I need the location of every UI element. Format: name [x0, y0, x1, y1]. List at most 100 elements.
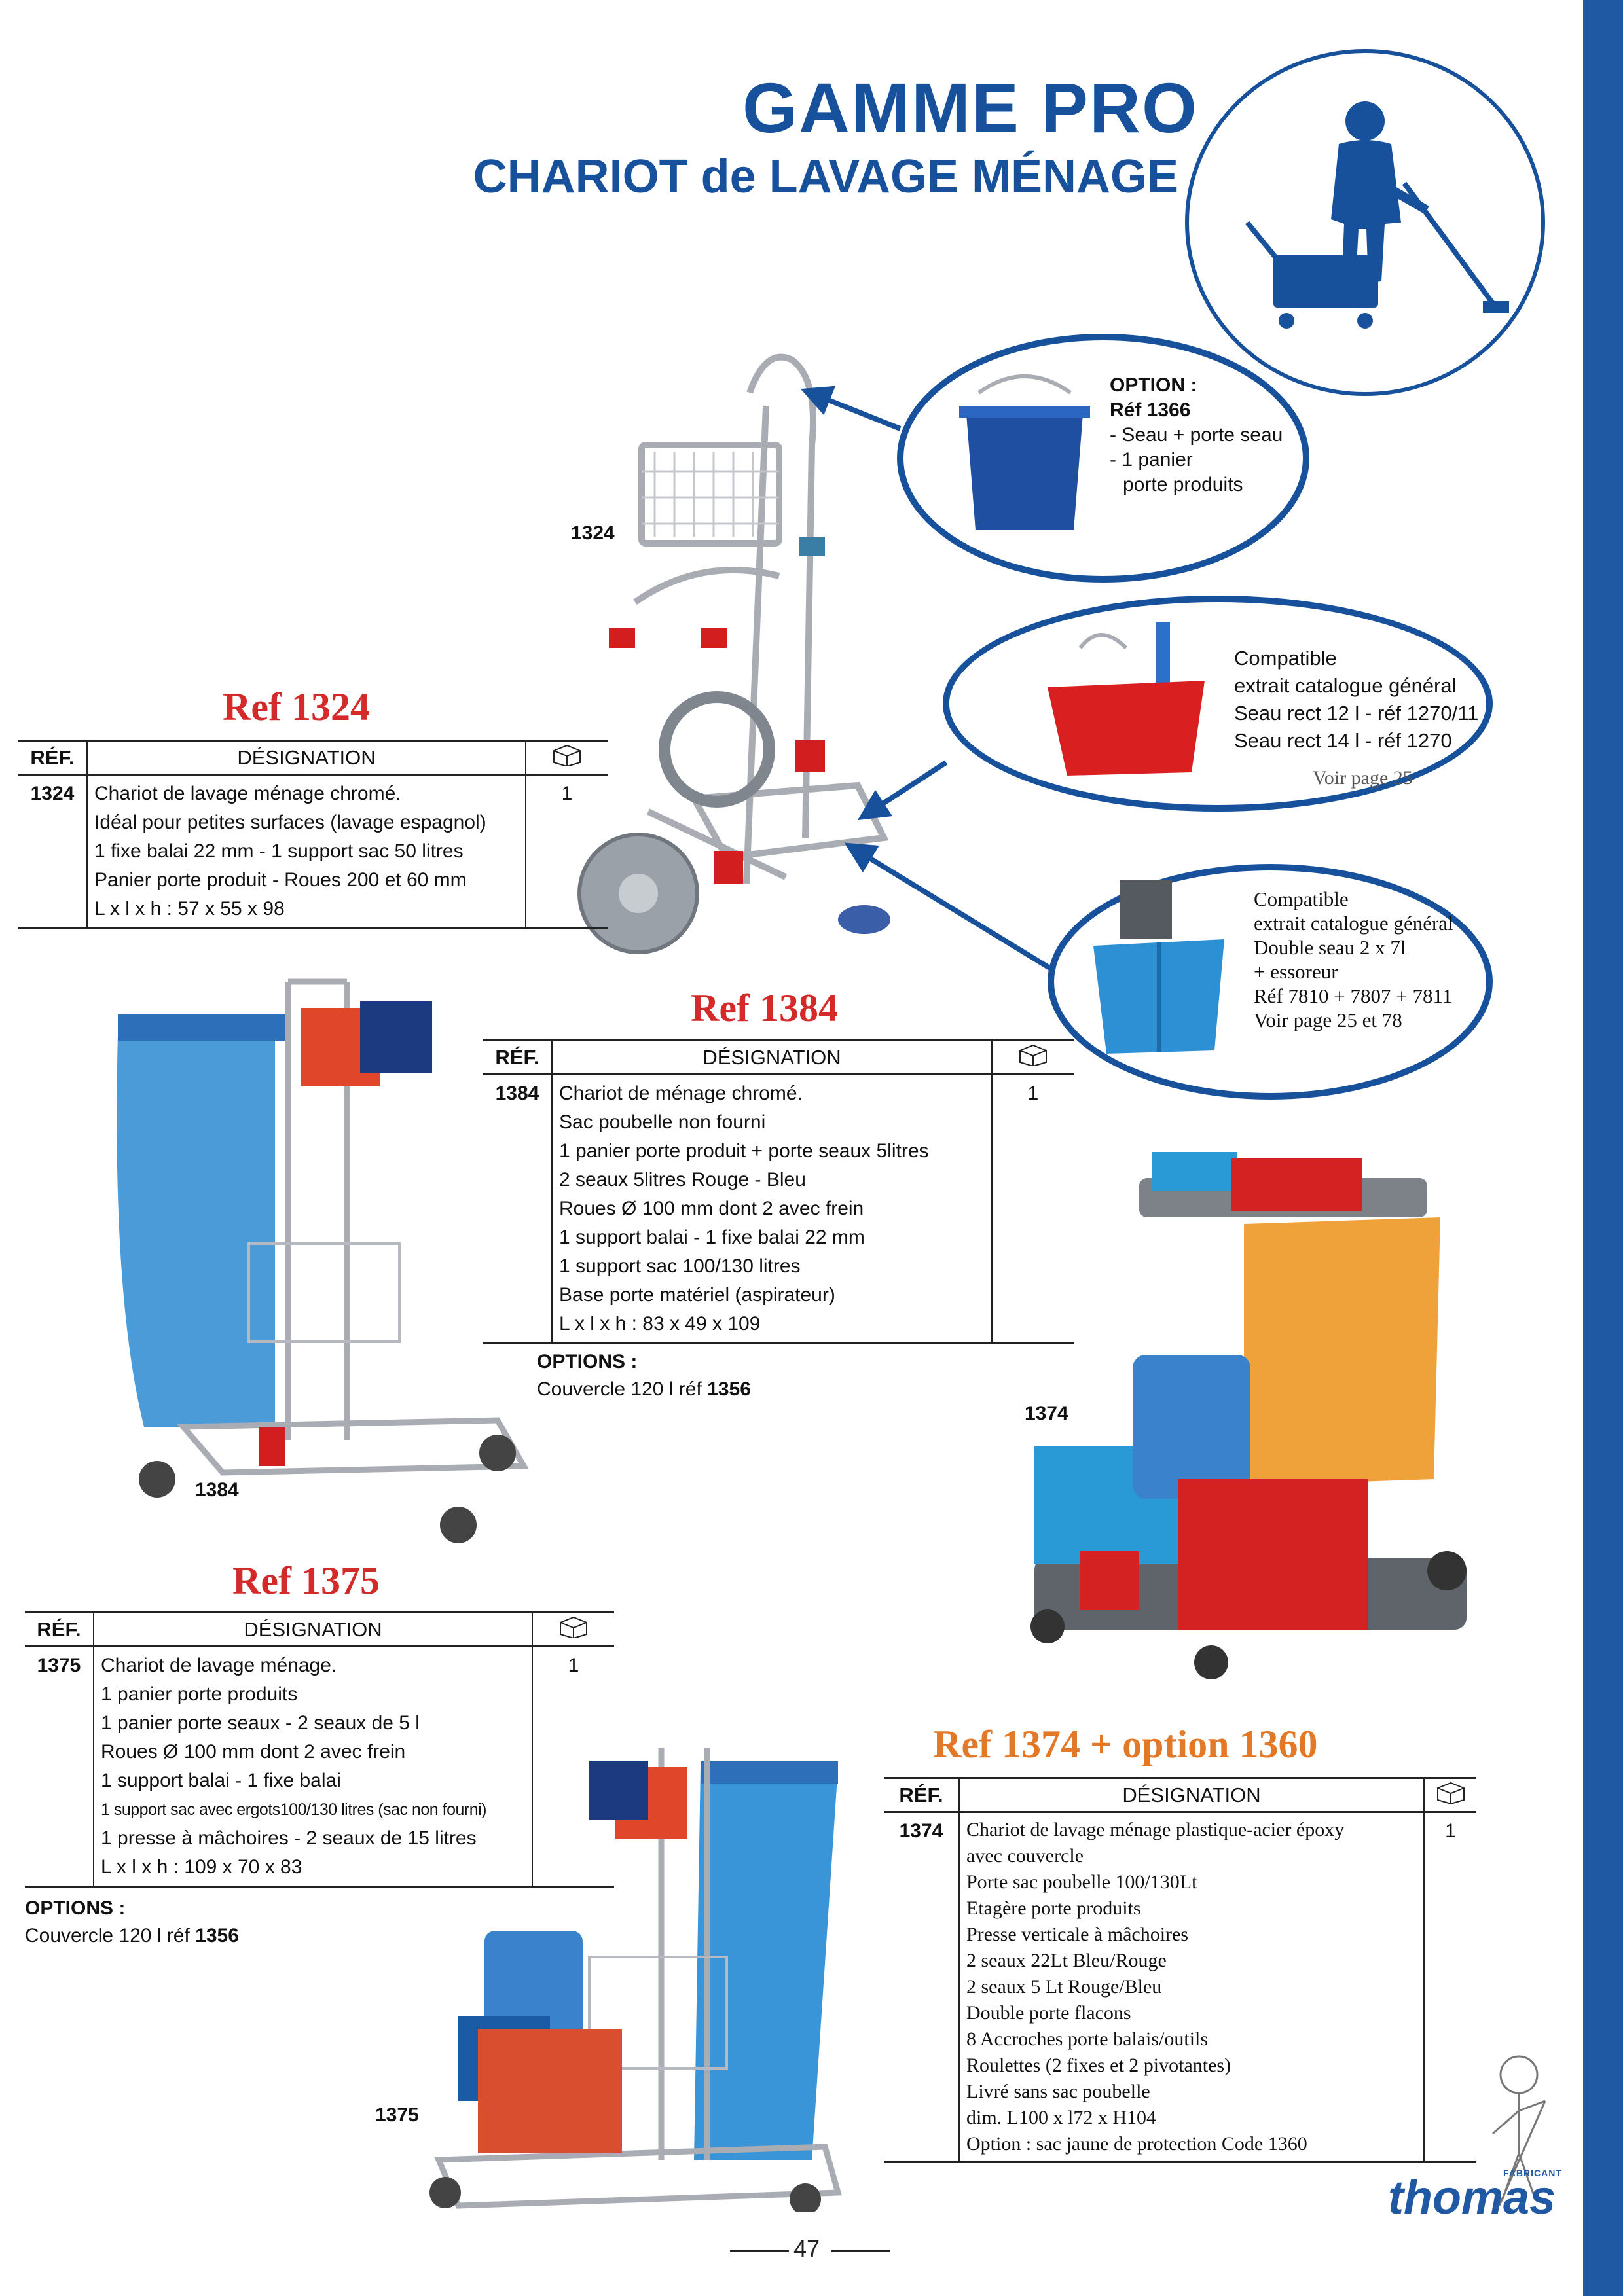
box-icon	[1436, 1782, 1465, 1804]
ref-1374-line: 2 seaux 5 Lt Rouge/Bleu	[966, 1976, 1162, 1998]
ref-1384-qty: 1	[992, 1074, 1074, 1344]
ref-1384-options-title: OPTIONS :	[537, 1351, 638, 1372]
product-label-1374: 1374	[1025, 1403, 1068, 1424]
ref-1374-line: Etagère porte produits	[966, 1897, 1141, 1919]
page-number-rule-right	[831, 2250, 890, 2252]
compat-2-line-3: Double seau 2 x 7l	[1254, 936, 1406, 959]
ref-1374-line: Double porte flacons	[966, 2002, 1131, 2024]
ref-1384-line: 1 support sac 100/130 litres	[559, 1255, 801, 1277]
compat-2-text: Compatible extrait catalogue général Dou…	[1254, 887, 1483, 1032]
ref-1384-options-line: Couvercle 120 l réf 1356	[537, 1376, 751, 1403]
arrow-compat-1	[857, 760, 948, 821]
ref-1384-line: Roues Ø 100 mm dont 2 avec frein	[559, 1198, 864, 1219]
ref-1375-options: OPTIONS : Couvercle 120 l réf 1356	[25, 1895, 239, 1950]
ref-1324-title: Ref 1324	[223, 685, 370, 728]
ref-1375-table: RÉF. DÉSIGNATION 1375 Chariot de lavage …	[25, 1611, 614, 1888]
option-1366-bubble	[897, 334, 1309, 583]
ref-1384-line: 1 support balai - 1 fixe balai 22 mm	[559, 1227, 865, 1248]
ref-1324-qty: 1	[526, 774, 608, 929]
col-ref: RÉF.	[483, 1039, 553, 1075]
ref-1375-title: Ref 1375	[232, 1559, 380, 1602]
ref-1374-line: avec couvercle	[966, 1845, 1084, 1867]
page-title: GAMME PRO	[742, 68, 1198, 147]
option-line-1: - Seau + porte seau	[1110, 424, 1283, 446]
ref-1384-table: RÉF. DÉSIGNATION 1384 Chariot de ménage …	[483, 1039, 1074, 1344]
trolley-1324-image	[570, 340, 936, 956]
ref-1324-line: 1 fixe balai 22 mm - 1 support sac 50 li…	[94, 840, 464, 862]
col-qty	[1424, 1777, 1476, 1813]
ref-1384-line: 2 seaux 5litres Rouge - Bleu	[559, 1169, 806, 1191]
col-ref: RÉF.	[25, 1611, 94, 1647]
compat-1-line-1: Compatible	[1234, 647, 1337, 670]
ref-1324-line: Chariot de lavage ménage chromé.	[94, 783, 401, 804]
compat-1-page-ref: Voir page 25	[1313, 767, 1413, 789]
bucket-1366-image	[953, 367, 1097, 556]
compat-2-line-5: Réf 7810 + 7807 + 7811	[1254, 984, 1453, 1007]
product-label-1324: 1324	[571, 522, 615, 544]
col-designation: DÉSIGNATION	[94, 1611, 533, 1647]
ref-1374-line: Livré sans sac poubelle	[966, 2081, 1150, 2102]
brand-logo: thomas	[1388, 2172, 1556, 2224]
ref-1375-line: 1 support sac avec ergots100/130 litres …	[101, 1801, 487, 1819]
ref-1374-line: dim. L100 x l72 x H104	[966, 2107, 1156, 2128]
ref-1324-designation: Chariot de lavage ménage chromé. Idéal p…	[87, 774, 526, 929]
option-ref: Réf 1366	[1110, 399, 1191, 421]
col-designation: DÉSIGNATION	[552, 1039, 993, 1075]
trolley-1374-image	[1021, 1139, 1480, 1695]
page-number: 47	[793, 2235, 820, 2262]
ref-1384-line: L x l x h : 83 x 49 x 109	[559, 1313, 761, 1335]
ref-1324-line: L x l x h : 57 x 55 x 98	[94, 898, 285, 920]
ref-1384-code: 1384	[483, 1074, 553, 1344]
mascot-sketch	[1473, 2049, 1558, 2212]
cleaner-pictogram	[1182, 46, 1548, 399]
ref-1384-designation: Chariot de ménage chromé. Sac poubelle n…	[552, 1074, 993, 1344]
ref-1375-line: Roues Ø 100 mm dont 2 avec frein	[101, 1741, 406, 1763]
ref-1374-title: Ref 1374 + option 1360	[933, 1723, 1318, 1766]
ref-1374-line: Presse verticale à mâchoires	[966, 1924, 1189, 1945]
col-designation: DÉSIGNATION	[87, 740, 526, 776]
ref-1375-code: 1375	[25, 1646, 94, 1888]
double-bucket-image	[1080, 867, 1237, 1064]
brand-side-bar	[1583, 0, 1623, 2296]
ref-1324-line: Panier porte produit - Roues 200 et 60 m…	[94, 869, 467, 891]
trolley-1384-image	[105, 969, 550, 1551]
page-subtitle: CHARIOT de LAVAGE MÉNAGE	[473, 151, 1178, 203]
product-label-1384: 1384	[195, 1479, 239, 1501]
box-icon	[1019, 1044, 1047, 1066]
box-icon	[553, 744, 581, 766]
ref-1375-line: 1 panier porte produits	[101, 1683, 298, 1705]
compat-1-line-4: Seau rect 14 l - réf 1270	[1234, 729, 1452, 752]
compat-1-text: Compatible extrait catalogue général Sea…	[1234, 645, 1483, 755]
compat-2-line-6: Voir page 25 et 78	[1254, 1009, 1402, 1031]
option-line-2: - 1 panier	[1110, 449, 1193, 471]
ref-1324-table: RÉF. DÉSIGNATION 1324 Chariot de lavage …	[18, 740, 608, 929]
ref-1384-options-text: Couvercle 120 l réf	[537, 1378, 702, 1400]
col-qty	[532, 1611, 614, 1647]
col-ref: RÉF.	[884, 1777, 960, 1813]
ref-1374-line: Roulettes (2 fixes et 2 pivotantes)	[966, 2054, 1231, 2076]
ref-1374-line: 2 seaux 22Lt Bleu/Rouge	[966, 1950, 1167, 1971]
ref-1384-title: Ref 1384	[691, 986, 838, 1030]
arrow-option	[800, 386, 902, 431]
ref-1384-line: Sac poubelle non fourni	[559, 1111, 766, 1133]
compat-2-line-4: + essoreur	[1254, 960, 1338, 983]
box-icon	[560, 1616, 587, 1638]
ref-1374-line: Option : sac jaune de protection Code 13…	[966, 2133, 1307, 2155]
arrow-compat-2	[844, 842, 1053, 971]
ref-1375-options-title: OPTIONS :	[25, 1897, 126, 1919]
ref-1374-line: Porte sac poubelle 100/130Lt	[966, 1871, 1197, 1893]
compat-1-line-3: Seau rect 12 l - réf 1270/11	[1234, 702, 1479, 725]
ref-1374-qty: 1	[1424, 1812, 1476, 2163]
ref-1375-options-text: Couvercle 120 l réf	[25, 1925, 190, 1946]
compat-2-line-1: Compatible	[1254, 888, 1349, 910]
compat-bucket-bubble	[943, 596, 1493, 812]
compat-2-line-2: extrait catalogue général	[1254, 912, 1453, 935]
ref-1375-options-line: Couvercle 120 l réf 1356	[25, 1922, 239, 1950]
ref-1324-line: Idéal pour petites surfaces (lavage espa…	[94, 812, 486, 833]
ref-1384-options: OPTIONS : Couvercle 120 l réf 1356	[537, 1348, 751, 1403]
option-line-3: porte produits	[1123, 474, 1243, 495]
page-number-rule-left	[730, 2250, 789, 2252]
option-1366-text: OPTION : Réf 1366 - Seau + porte seau - …	[1110, 373, 1306, 497]
col-qty	[992, 1039, 1074, 1075]
